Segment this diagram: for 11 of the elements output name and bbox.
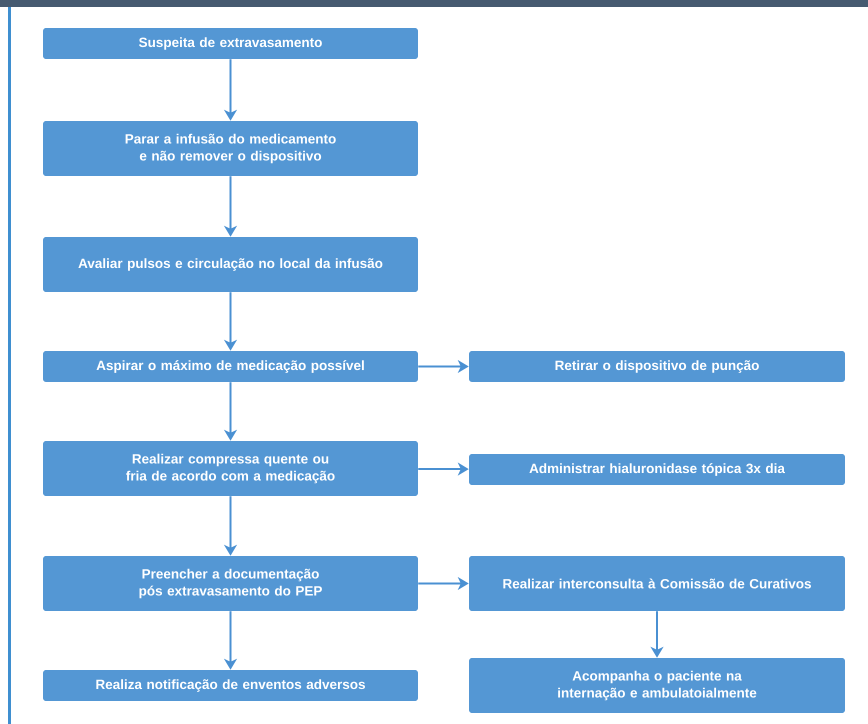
process-box: Aspirar o máximo de medicação possível [43, 351, 418, 382]
process-box: Administrar hialuronidase tópica 3x dia [469, 454, 845, 485]
process-box: Avaliar pulsos e circulação no local da infusão [43, 237, 418, 292]
process-box: Realiza notificação de enventos adversos [43, 670, 418, 701]
process-box: Parar a infusão do medicamento e não remover o dispositivo [43, 121, 418, 176]
process-box: Retirar o dispositivo de punção [469, 351, 845, 382]
process-box: Realizar interconsulta à Comissão de Curativos [469, 556, 845, 611]
process-box: Realizar compressa quente ou fria de acordo com a medicação [43, 441, 418, 496]
process-box: Suspeita de extravasamento [43, 28, 418, 59]
process-box: Preencher a documentação pós extravasamento do PEP [43, 556, 418, 611]
process-box: Acompanha o paciente na internação e ambulatoialmente [469, 658, 845, 713]
